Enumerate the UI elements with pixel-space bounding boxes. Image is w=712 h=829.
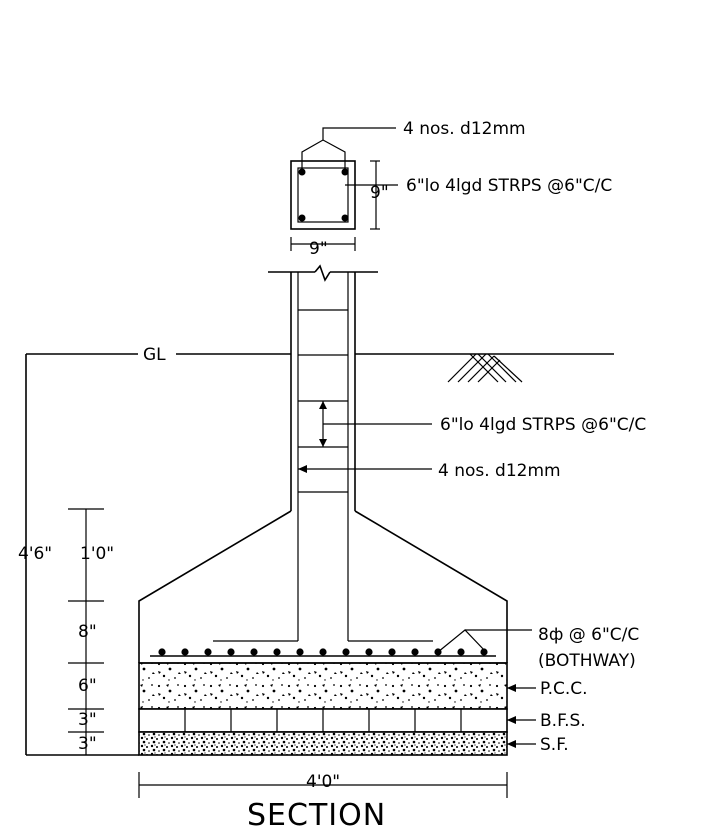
elev-bars-label: 4 nos. d12mm [438, 461, 561, 481]
footing-slope-right [354, 510, 508, 663]
mesh-note: (BOTHWAY) [538, 651, 636, 671]
dim-3in-a: 3" [78, 710, 97, 730]
column-stirrup-label: 6"lo 4lgd STRPS @6"C/C [406, 176, 612, 196]
dim-8in: 8" [78, 622, 97, 642]
bars-leader [301, 139, 346, 172]
bars-leader-line [322, 127, 396, 140]
pcc-label: P.C.C. [540, 679, 588, 699]
column-stirrup [297, 167, 349, 223]
column-outline [290, 160, 356, 230]
depth-dimensions: 4'6" 1'0" 8" 6" 3" 3" [18, 508, 139, 756]
dim-1ft: 1'0" [80, 544, 114, 564]
footing-slope-left [138, 510, 292, 663]
brick-joints [184, 709, 462, 732]
bfs-label: B.F.S. [540, 711, 586, 731]
sf-label: S.F. [540, 735, 569, 755]
mesh-bar-dots [158, 648, 488, 656]
column-bars-label: 4 nos. d12mm [403, 119, 526, 139]
ground-level-label: GL [143, 345, 166, 365]
column-bar [298, 214, 306, 222]
column-bar [341, 214, 349, 222]
base-width-dimension: 4'0" [138, 772, 508, 798]
column-cross-section: 4 nos. d12mm 6"lo 4lgd STRPS @6"C/C 9" 9… [290, 119, 612, 259]
elev-stirrup-label: 6"lo 4lgd STRPS @6"C/C [440, 415, 646, 435]
column-width-label: 9" [309, 239, 328, 259]
base-width-label: 4'0" [306, 772, 340, 792]
drawing-title: SECTION [247, 798, 386, 829]
column-depth-label: 9" [370, 183, 389, 203]
pcc-layer [138, 662, 508, 710]
dim-6in: 6" [78, 676, 97, 696]
mesh-label: 8ф @ 6"C/C [538, 625, 639, 645]
sf-layer [138, 731, 508, 756]
soil-hatch [447, 353, 523, 383]
footing-elevation: 6"lo 4lgd STRPS @6"C/C 4 nos. d12mm GL [25, 264, 646, 756]
total-depth-label: 4'6" [18, 544, 52, 564]
dim-3in-b: 3" [78, 734, 97, 754]
